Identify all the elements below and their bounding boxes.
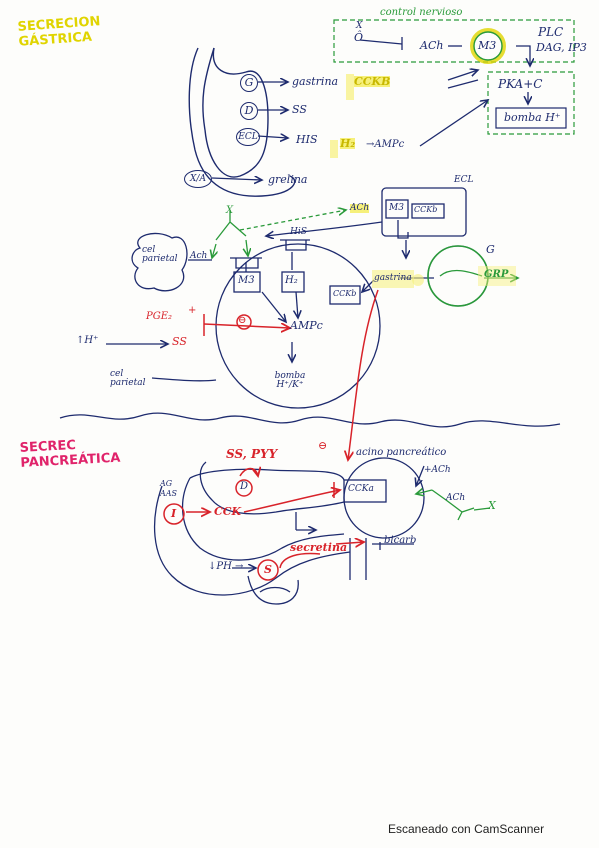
parietal-ampc-label: AMPc bbox=[290, 319, 323, 332]
acino-cckb-label: CCKa bbox=[348, 484, 374, 494]
nerve-m3-label: M3 bbox=[478, 39, 497, 52]
ecl-m3-label: M3 bbox=[389, 203, 404, 213]
cel-parietal-label: cel parietal bbox=[142, 245, 178, 264]
acino-label: acino pancreático bbox=[356, 447, 447, 458]
parietal-ach-left: Ach bbox=[190, 251, 208, 261]
plc-label: PLC bbox=[538, 25, 564, 39]
gastrina-label: gastrina bbox=[292, 75, 339, 88]
parietal-his-label: HiS bbox=[290, 227, 307, 237]
g-cell-highlight bbox=[427, 245, 489, 307]
i-cell-label: I bbox=[171, 507, 177, 520]
grelina-label: grelina bbox=[268, 173, 308, 186]
parietal-ss-label: SS bbox=[172, 335, 187, 348]
h2-label: H₂ bbox=[340, 137, 356, 150]
parietal-cckb-label: CCKb bbox=[333, 289, 357, 298]
secretina-label: secretina bbox=[290, 541, 348, 554]
ecl-box-label: ECL bbox=[454, 175, 474, 185]
d-cell-label: D bbox=[240, 102, 258, 120]
acino-x-label: X bbox=[488, 499, 496, 512]
s-cell-label: S bbox=[264, 563, 272, 576]
ampc-label: →AMPc bbox=[366, 139, 405, 150]
nerve-control-box bbox=[333, 19, 575, 63]
acinus-cell bbox=[343, 457, 425, 539]
duodenum bbox=[154, 461, 351, 596]
nerve-x-symbol: X bbox=[356, 21, 363, 31]
ss-label: SS bbox=[292, 103, 307, 116]
inhibit-minus: ⊖ bbox=[238, 315, 247, 326]
plus-sign: + bbox=[188, 305, 197, 316]
nerve-o-symbol: Ô bbox=[354, 31, 364, 44]
ag-label: AG bbox=[160, 479, 173, 488]
acino-ach-label: ACh bbox=[446, 493, 466, 503]
high-h-label: ↑H⁺ bbox=[76, 335, 99, 346]
m3-highlight bbox=[470, 28, 506, 64]
dag-ip3-label: DAG, IP3 bbox=[536, 41, 587, 54]
g-cell-big-label: G bbox=[486, 243, 495, 256]
camscanner-footer: Escaneado con CamScanner bbox=[388, 822, 545, 836]
nerve-ach-label: ACh bbox=[420, 39, 444, 52]
ecl-box bbox=[381, 187, 467, 237]
his-label: HIS bbox=[296, 133, 318, 146]
panc-d-label: D bbox=[240, 481, 249, 492]
pge2-label: PGE₂ bbox=[146, 311, 173, 322]
xa-cell-label: X/A bbox=[184, 170, 212, 188]
ecl-cell-label: ECL bbox=[236, 128, 260, 146]
bomba-hk-label: bomba H⁺/K⁺ bbox=[274, 371, 306, 390]
parietal-cell bbox=[215, 243, 381, 409]
g-gastrina-label: gastrina bbox=[374, 273, 412, 283]
ecl-ach-label: ACh bbox=[350, 203, 370, 213]
grp-label: GRP bbox=[484, 269, 509, 280]
pump-label: bomba H⁺ bbox=[504, 111, 561, 124]
pump-box bbox=[495, 107, 567, 129]
panc-minus: ⊖ bbox=[318, 439, 328, 452]
ecl-cckb-label: CCKb bbox=[414, 205, 438, 214]
ss-pyy-label: SS, PYY bbox=[226, 447, 278, 461]
pka-label: PKA+C bbox=[498, 77, 543, 91]
acino-ach-plus: +ACh bbox=[424, 465, 451, 475]
wave-divider bbox=[59, 412, 561, 428]
nerve-control-title: control nervioso bbox=[380, 7, 463, 18]
parietal-h2-label: H₂ bbox=[285, 275, 298, 286]
parietal-m3-label: M3 bbox=[238, 275, 255, 286]
i-cell bbox=[163, 503, 185, 525]
bicarb-label: bicarb bbox=[384, 535, 417, 546]
ph-label: ↓PH → bbox=[208, 561, 244, 572]
g-cell-label: G bbox=[240, 74, 258, 92]
vagal-x-label: X bbox=[226, 205, 234, 216]
cel-parietal-label-2: cel parietal bbox=[110, 369, 146, 388]
cckb-label: CCKB bbox=[354, 75, 391, 88]
cel-parietal-blob bbox=[131, 232, 188, 292]
title-pancreatic-secretion: SECREC PANCREÁTICA bbox=[19, 437, 121, 471]
s-cell bbox=[257, 559, 279, 581]
aas-label: AAS bbox=[160, 489, 178, 498]
cck-label: CCK bbox=[214, 505, 242, 518]
